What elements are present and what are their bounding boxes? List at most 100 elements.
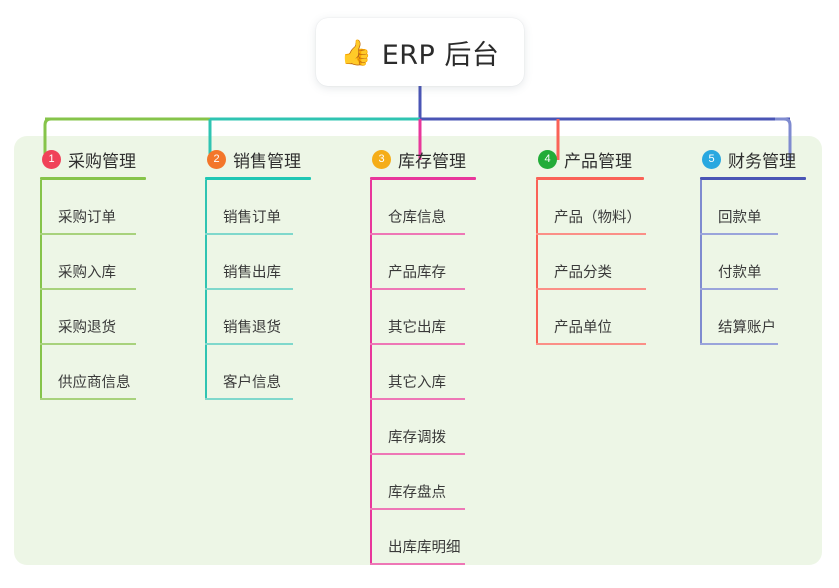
- leaf-list: 仓库信息产品库存其它出库其它入库库存调拨库存盘点出库库明细: [370, 180, 476, 565]
- leaf-rule: [205, 398, 293, 400]
- leaf-label: 其它出库: [388, 320, 446, 336]
- column-title: 产品管理: [564, 151, 632, 172]
- leaf-rule: [205, 343, 293, 345]
- column-spine: [40, 180, 42, 400]
- leaf-item[interactable]: 其它入库: [370, 345, 476, 400]
- number-badge: 1: [42, 149, 61, 169]
- leaf-label: 销售订单: [223, 210, 281, 226]
- column-header-4[interactable]: 4 产品管理: [536, 146, 644, 172]
- leaf-rule: [370, 508, 465, 510]
- leaf-rule: [370, 453, 465, 455]
- leaf-rule: [536, 343, 646, 345]
- leaf-rule: [700, 288, 778, 290]
- leaf-label: 销售退货: [223, 320, 281, 336]
- column-spine: [205, 180, 207, 400]
- leaf-label: 库存调拨: [388, 430, 446, 446]
- leaf-item[interactable]: 库存调拨: [370, 400, 476, 455]
- leaf-rule: [700, 343, 778, 345]
- column-title: 财务管理: [728, 151, 796, 172]
- root-title: ERP 后台: [381, 39, 500, 71]
- leaf-rule: [40, 233, 136, 235]
- leaf-item[interactable]: 客户信息: [205, 345, 311, 400]
- leaf-item[interactable]: 销售订单: [205, 180, 311, 235]
- leaf-item[interactable]: 产品（物料）: [536, 180, 646, 235]
- leaf-rule: [205, 233, 293, 235]
- column-rule: [370, 177, 476, 180]
- leaf-list: 采购订单采购入库采购退货供应商信息: [40, 180, 146, 400]
- leaf-item[interactable]: 销售退货: [205, 290, 311, 345]
- leaf-rule: [40, 343, 136, 345]
- leaf-item[interactable]: 产品单位: [536, 290, 646, 345]
- column-1: 1 采购管理采购订单采购入库采购退货供应商信息: [40, 146, 146, 400]
- leaf-rule: [370, 233, 465, 235]
- leaf-label: 付款单: [718, 265, 762, 281]
- leaf-label: 供应商信息: [58, 375, 131, 391]
- column-rule: [700, 177, 806, 180]
- column-rule: [205, 177, 311, 180]
- leaf-label: 产品分类: [554, 265, 612, 281]
- leaf-item[interactable]: 产品分类: [536, 235, 646, 290]
- leaf-item[interactable]: 其它出库: [370, 290, 476, 345]
- leaf-label: 销售出库: [223, 265, 281, 281]
- leaf-item[interactable]: 采购退货: [40, 290, 146, 345]
- leaf-label: 采购订单: [58, 210, 116, 226]
- leaf-item[interactable]: 采购入库: [40, 235, 146, 290]
- number-badge: 2: [207, 149, 226, 169]
- leaf-item[interactable]: 结算账户: [700, 290, 806, 345]
- column-spine: [536, 180, 538, 345]
- leaf-item[interactable]: 供应商信息: [40, 345, 146, 400]
- leaf-rule: [700, 233, 778, 235]
- leaf-rule: [536, 288, 646, 290]
- column-header-1[interactable]: 1 采购管理: [40, 146, 146, 172]
- column-spine: [700, 180, 702, 345]
- leaf-rule: [40, 288, 136, 290]
- column-spine: [370, 180, 372, 565]
- root-node[interactable]: 👍 ERP 后台: [316, 18, 524, 86]
- content-panel: [14, 136, 822, 565]
- leaf-item[interactable]: 库存盘点: [370, 455, 476, 510]
- column-title: 销售管理: [233, 151, 301, 172]
- column-3: 3 库存管理仓库信息产品库存其它出库其它入库库存调拨库存盘点出库库明细: [370, 146, 476, 565]
- leaf-label: 产品库存: [388, 265, 446, 281]
- leaf-rule: [40, 398, 136, 400]
- leaf-rule: [370, 563, 465, 565]
- leaf-list: 产品（物料） 产品分类产品单位: [536, 180, 646, 345]
- column-header-3[interactable]: 3 库存管理: [370, 146, 476, 172]
- column-4: 4 产品管理产品（物料） 产品分类产品单位: [536, 146, 646, 345]
- leaf-item[interactable]: 付款单: [700, 235, 806, 290]
- leaf-label: 产品单位: [554, 320, 612, 336]
- leaf-item[interactable]: 仓库信息: [370, 180, 476, 235]
- column-title: 库存管理: [398, 151, 466, 172]
- leaf-item[interactable]: 销售出库: [205, 235, 311, 290]
- leaf-label: 采购入库: [58, 265, 116, 281]
- column-header-2[interactable]: 2 销售管理: [205, 146, 311, 172]
- leaf-label: 仓库信息: [388, 210, 446, 226]
- leaf-label: 采购退货: [58, 320, 116, 336]
- leaf-rule: [370, 343, 465, 345]
- leaf-label: 回款单: [718, 210, 762, 226]
- leaf-label: 结算账户: [718, 320, 776, 336]
- leaf-item[interactable]: 出库库明细: [370, 510, 476, 565]
- leaf-label: 其它入库: [388, 375, 446, 391]
- column-2: 2 销售管理销售订单销售出库销售退货客户信息: [205, 146, 311, 400]
- leaf-label: 库存盘点: [388, 485, 446, 501]
- thumbs-up-icon: 👍: [340, 37, 372, 67]
- number-badge: 4: [538, 149, 557, 169]
- leaf-item[interactable]: 采购订单: [40, 180, 146, 235]
- leaf-rule: [205, 288, 293, 290]
- number-badge: 3: [372, 149, 391, 169]
- leaf-rule: [370, 288, 465, 290]
- leaf-item[interactable]: 回款单: [700, 180, 806, 235]
- leaf-list: 回款单付款单结算账户: [700, 180, 806, 345]
- leaf-label: 出库库明细: [388, 540, 461, 556]
- column-rule: [536, 177, 644, 180]
- column-title: 采购管理: [68, 151, 136, 172]
- column-rule: [40, 177, 146, 180]
- leaf-label: 客户信息: [223, 375, 281, 391]
- leaf-item[interactable]: 产品库存: [370, 235, 476, 290]
- leaf-list: 销售订单销售出库销售退货客户信息: [205, 180, 311, 400]
- leaf-rule: [536, 233, 646, 235]
